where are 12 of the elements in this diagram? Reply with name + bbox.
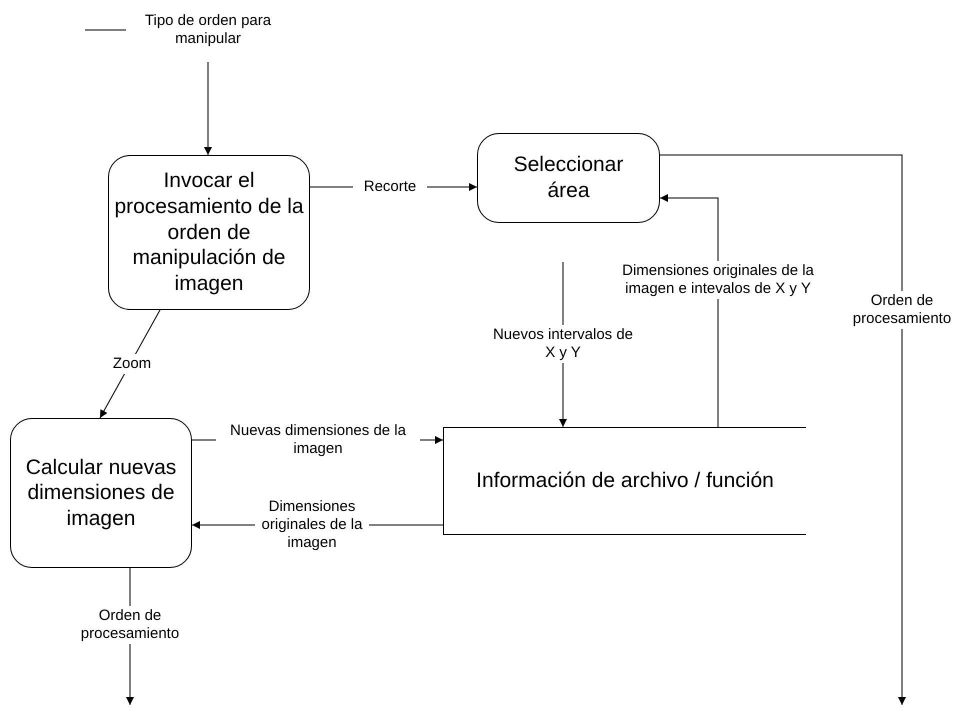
data-store [443,427,806,535]
node-label: Invocar el procesamiento de la orden de manipulación de imagen [114,168,304,297]
node-label: Seleccionar área [512,152,624,204]
node-label: Calcular nuevas dimensiones de imagen [24,454,178,532]
process-box [108,155,310,310]
edge-label: Dimensiones originales de la imagen [255,497,369,553]
process-box [10,418,192,568]
node-label: Información de archivo / función [475,468,775,494]
edge-label: Nuevas dimensiones de la imagen [216,421,420,459]
process-box [477,133,660,223]
arrow [204,62,212,156]
arrow [660,154,906,706]
